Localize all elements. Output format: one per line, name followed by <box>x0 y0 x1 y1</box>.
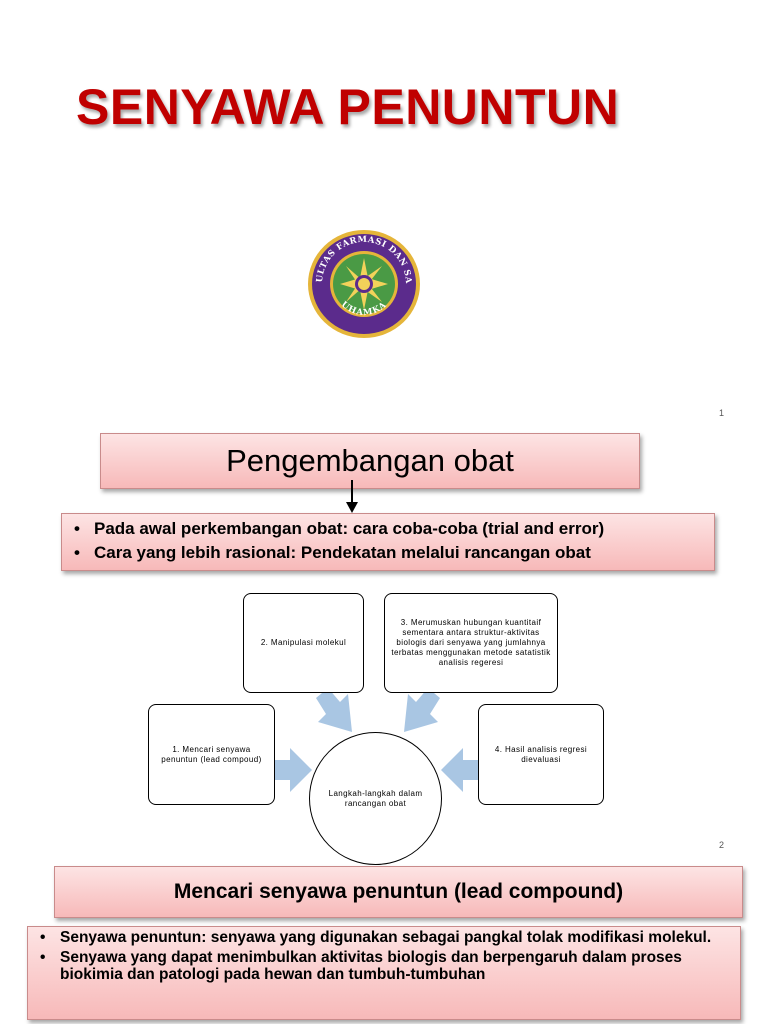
bullet-item: Senyawa penuntun: senyawa yang digunakan… <box>34 929 734 946</box>
diagram-arrows <box>275 688 478 792</box>
step-label: 3. Merumuskan hubungan kuantitaif sement… <box>391 618 551 667</box>
bullets-box: Pada awal perkembangan obat: cara coba-c… <box>61 513 715 571</box>
down-arrow-icon <box>346 480 358 513</box>
step-box-3: 3. Merumuskan hubungan kuantitaif sement… <box>384 593 558 693</box>
heading-box: Mencari senyawa penuntun (lead compound) <box>54 866 743 918</box>
bullet-item: Senyawa yang dapat menimbulkan aktivitas… <box>34 949 734 983</box>
faculty-seal-icon: FAKULTAS FARMASI DAN SAINS UHAMKA <box>301 221 420 338</box>
step-label: 2. Manipulasi molekul <box>260 638 347 647</box>
arrow-icon <box>441 748 478 792</box>
faculty-logo: FAKULTAS FARMASI DAN SAINS UHAMKA <box>301 221 422 340</box>
slide-title: SENYAWA PENUNTUN <box>76 79 620 135</box>
heading-box: Pengembangan obat <box>100 433 640 489</box>
page-number: 1 <box>719 408 725 418</box>
section-heading: Mencari senyawa penuntun (lead compound) <box>173 880 624 903</box>
step-box-2: 2. Manipulasi molekul <box>243 593 364 693</box>
bullets-box: Senyawa penuntun: senyawa yang digunakan… <box>27 926 741 1020</box>
bullet-item: Pada awal perkembangan obat: cara coba-c… <box>68 517 708 541</box>
arrow-icon <box>275 748 312 792</box>
page-number: 2 <box>719 840 725 850</box>
bullet-item: Cara yang lebih rasional: Pendekatan mel… <box>68 541 708 565</box>
arrow-icon <box>316 688 352 732</box>
step-box-4: 4. Hasil analisis regresi dievaluasi <box>478 704 604 805</box>
step-box-1: 1. Mencari senyawa penuntun (lead compou… <box>148 704 275 805</box>
center-label: Langkah-langkah dalam rancangan obat <box>328 788 423 808</box>
section-heading: Pengembangan obat <box>226 443 514 478</box>
step-label: 4. Hasil analisis regresi dievaluasi <box>494 744 588 764</box>
step-label: 1. Mencari senyawa penuntun (lead compou… <box>161 744 262 764</box>
arrow-icon <box>404 688 440 732</box>
center-circle: Langkah-langkah dalam rancangan obat <box>309 732 442 865</box>
